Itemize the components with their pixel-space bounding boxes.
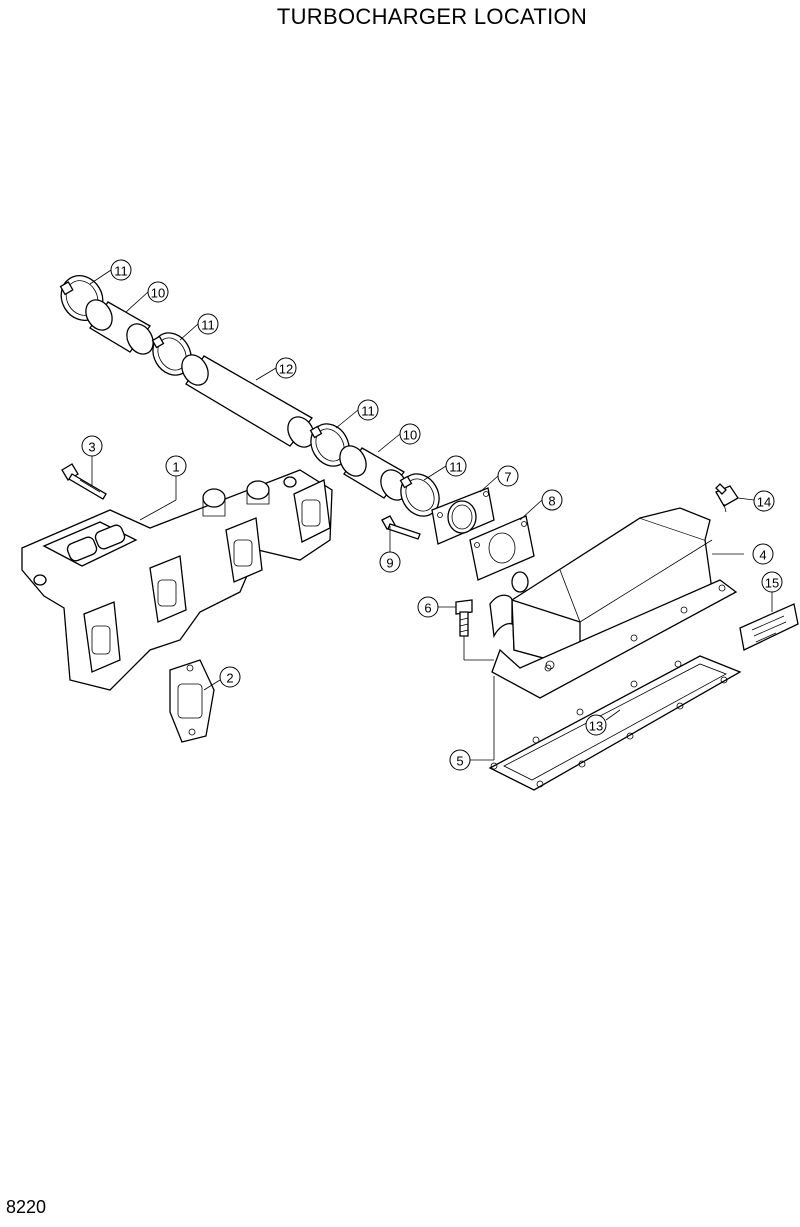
short-hose-lower (339, 445, 408, 501)
callout-9: 9 (379, 551, 401, 573)
bolt-9 (381, 515, 421, 540)
callout-11-third: 11 (357, 399, 379, 421)
svg-text:11: 11 (361, 404, 375, 419)
callout-5: 5 (449, 749, 471, 771)
svg-text:9: 9 (386, 556, 393, 571)
svg-text:13: 13 (589, 719, 603, 734)
callout-2: 2 (219, 666, 241, 688)
svg-text:12: 12 (279, 362, 293, 377)
flange-7 (431, 487, 495, 545)
sensor-14 (715, 483, 739, 513)
callout-10-upper: 10 (147, 281, 169, 303)
leader-lines (89, 269, 773, 761)
svg-text:11: 11 (449, 460, 463, 475)
callout-10-lower: 10 (399, 423, 421, 445)
svg-text:7: 7 (504, 470, 511, 485)
exhaust-manifold (21, 469, 333, 691)
callout-7: 7 (497, 465, 519, 487)
callout-6: 6 (417, 596, 439, 618)
callout-11-first: 11 (110, 259, 132, 281)
page-title: TURBOCHARGER LOCATION (276, 4, 588, 29)
long-pipe (181, 354, 315, 448)
svg-text:2: 2 (226, 671, 233, 686)
cooler-gasket-5 (488, 655, 742, 791)
svg-text:1: 1 (172, 460, 179, 475)
svg-text:8: 8 (548, 494, 555, 509)
bolt-6 (455, 599, 473, 637)
short-hose-upper (85, 299, 154, 355)
cooler-housing (489, 507, 738, 699)
hose-clamp-fourth (399, 473, 440, 517)
svg-text:10: 10 (403, 428, 417, 443)
callout-3: 3 (81, 435, 103, 457)
callout-11-second: 11 (197, 313, 219, 335)
svg-text:14: 14 (757, 495, 771, 510)
callout-8: 8 (541, 489, 563, 511)
svg-text:11: 11 (114, 264, 128, 279)
manifold-gasket (169, 659, 215, 743)
svg-text:4: 4 (759, 548, 766, 563)
svg-text:10: 10 (151, 286, 165, 301)
svg-text:11: 11 (201, 318, 215, 333)
svg-text:5: 5 (456, 754, 463, 769)
callout-13: 13 (585, 714, 607, 736)
svg-text:15: 15 (765, 576, 779, 591)
callout-11-fourth: 11 (445, 455, 467, 477)
callout-4: 4 (752, 543, 774, 565)
gasket-8 (469, 515, 535, 581)
label-plate-15 (739, 603, 799, 651)
callout-1: 1 (165, 455, 187, 477)
svg-text:3: 3 (88, 440, 95, 455)
callout-12: 12 (275, 357, 297, 379)
bolt-3 (61, 463, 107, 500)
callout-15: 15 (761, 571, 783, 593)
svg-text:6: 6 (424, 601, 431, 616)
callout-14: 14 (753, 490, 775, 512)
page-number: 8220 (6, 1197, 47, 1217)
